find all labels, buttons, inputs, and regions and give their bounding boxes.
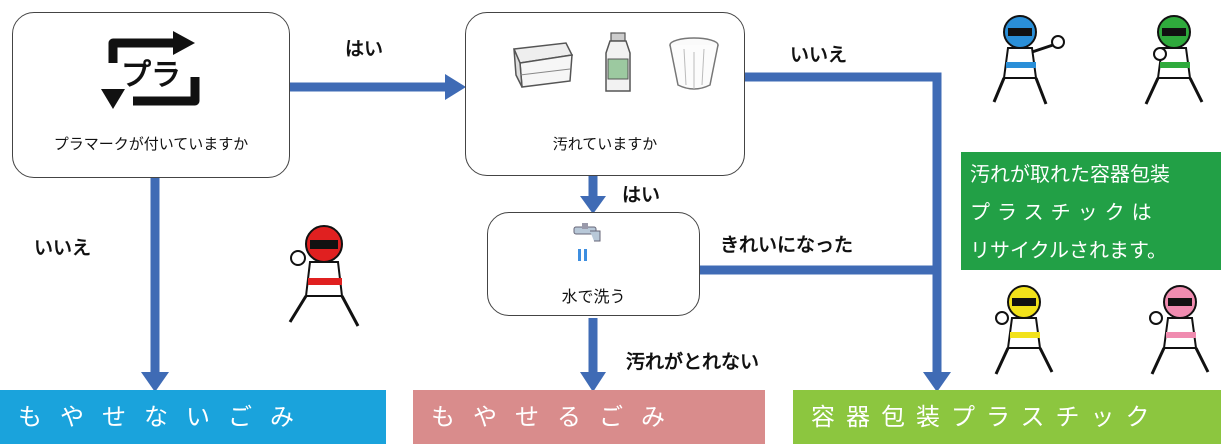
note-line-3: リサイクルされます。 (970, 238, 1167, 262)
edge-label-yes-1: はい (345, 38, 384, 60)
edge-label-no-1: いいえ (34, 237, 92, 259)
edge-label-cleaned: きれいになった (720, 234, 854, 256)
arrowhead-yes-1 (445, 74, 466, 100)
arrowhead-not-removed (580, 372, 606, 392)
arrowhead-no-1 (141, 372, 169, 392)
edge-label-not-removed: 汚れがとれない (626, 351, 760, 373)
edge-label-no-2: いいえ (790, 44, 848, 66)
red-ranger (288, 225, 360, 327)
note-line-1: 汚れが取れた容器包装 (970, 162, 1170, 186)
dirty-question: 汚れていますか (552, 135, 658, 153)
blue-ranger (992, 15, 1065, 105)
arrow-no-2 (745, 72, 942, 375)
bottle-icon (605, 32, 631, 92)
arrowhead-no-2 (923, 372, 951, 392)
pla-icon-text: プラ (121, 58, 181, 93)
arrowhead-yes-2 (580, 196, 606, 214)
green-ranger (1144, 15, 1204, 105)
note-line-2: プラスチックは (970, 200, 1159, 224)
node-wash: 水で洗う (487, 212, 700, 316)
pink-ranger (1149, 285, 1210, 375)
cup-icon (669, 37, 719, 90)
food-tray-icon (512, 42, 574, 88)
wash-label: 水で洗う (561, 287, 626, 306)
faucet-icon (573, 223, 601, 261)
category-plastic: 容器包装プラスチック (793, 390, 1221, 444)
category-burnable: もやせるごみ (413, 390, 765, 444)
node-pla-mark: プラ プラマークが付いていますか (12, 12, 290, 178)
edge-label-yes-2: はい (622, 184, 661, 206)
category-nonburnable: もやせないごみ (0, 390, 386, 444)
yellow-ranger (994, 285, 1054, 375)
recycle-note: 汚れが取れた容器包装 プラスチックは リサイクルされます。 (961, 152, 1221, 270)
node-dirty: 汚れていますか (465, 12, 745, 176)
pla-mark-question: プラマークが付いていますか (53, 135, 249, 153)
recycle-pla-icon: プラ (101, 31, 200, 109)
